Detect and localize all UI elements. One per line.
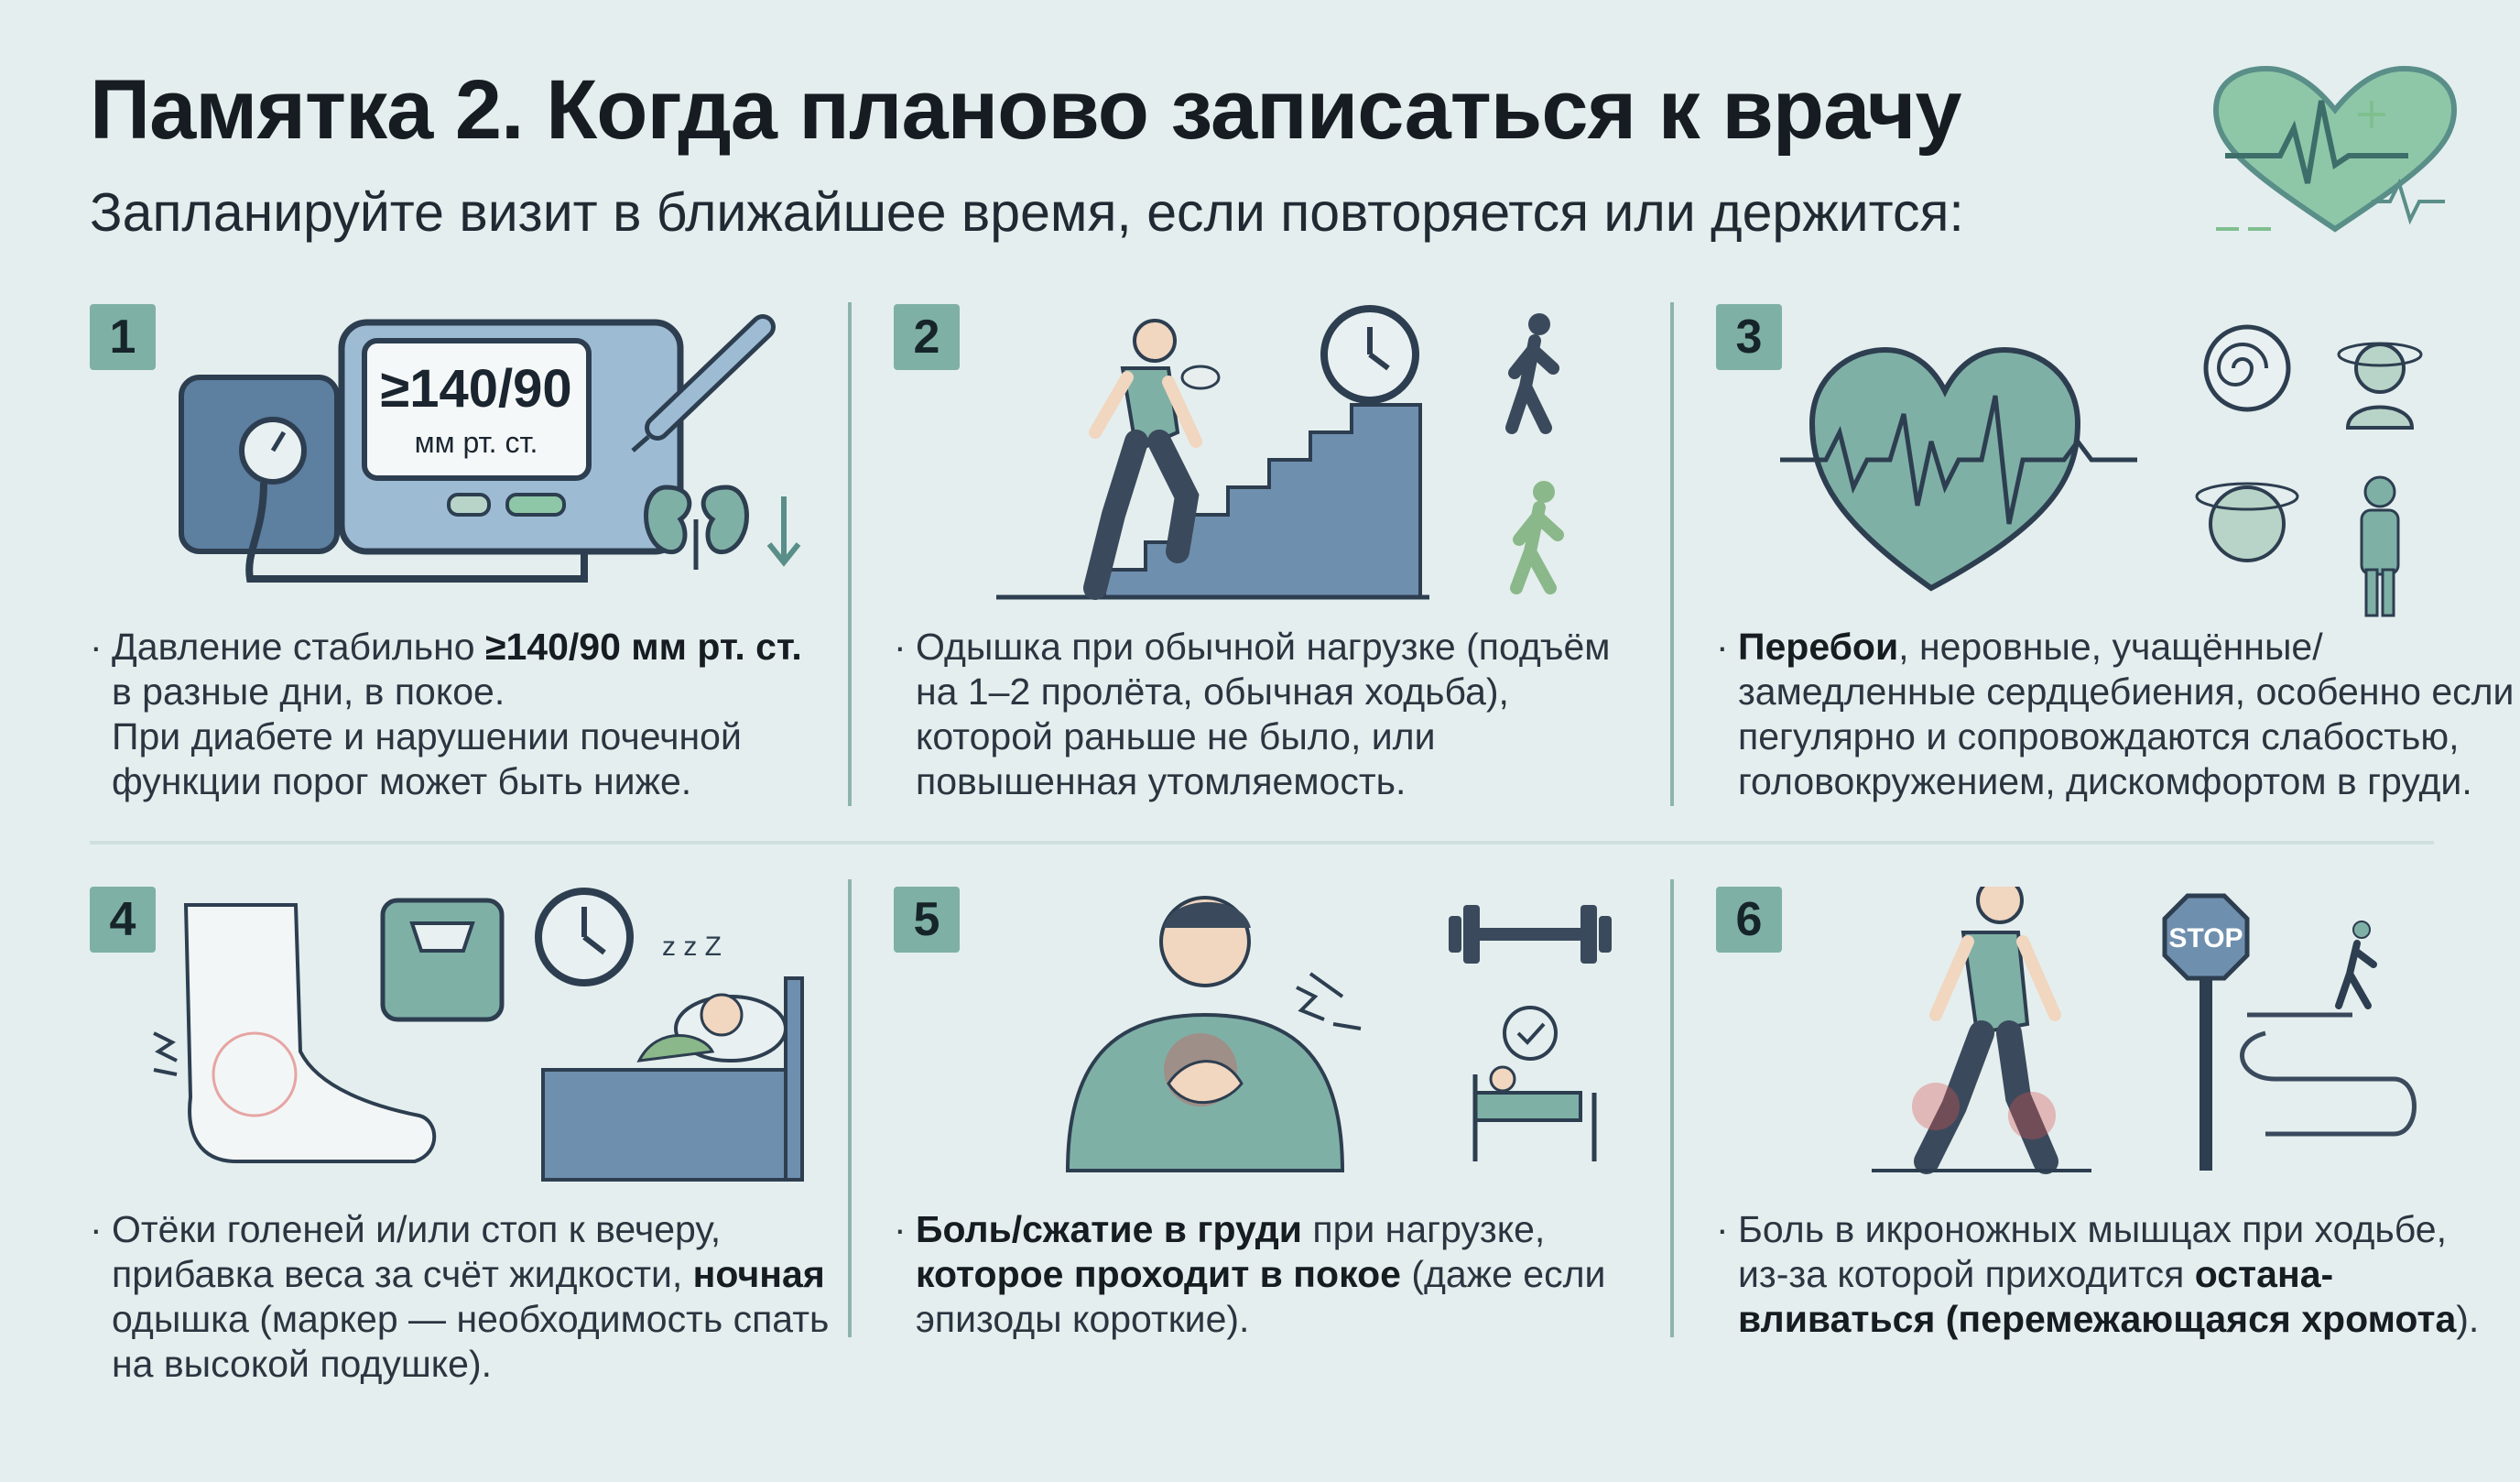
clock-icon [535,888,634,986]
column-divider [1670,302,1674,806]
column-divider [848,879,852,1337]
walking-person-small-icon [2335,921,2377,1009]
row-divider [90,841,2434,845]
standing-person-icon [2360,475,2400,617]
card-number: 1 [90,304,156,370]
clock-icon [1320,305,1419,404]
card-number: 6 [1716,887,1782,953]
chest-pain-person-icon [1065,896,1612,1172]
walking-person-icon [1505,313,1559,434]
dizzy-head-profile-icon [2195,482,2299,562]
page-subtitle: Запланируйте визит в ближайшее время, ес… [90,182,1964,243]
page-title: Памятка 2. Когда планово записаться к вр… [90,63,1962,157]
walking-person-green-icon [1510,481,1564,594]
heart-ecg-icon [1780,324,2423,617]
heart-logo-icon [2212,65,2458,233]
bp-unit: мм рт. ст. [415,426,538,459]
bed-sleeping-icon [541,976,804,1182]
walking-leg-pain-icon: STOP [1872,887,2417,1174]
column-divider [1670,879,1674,1337]
swollen-foot-icon: z z Z [153,888,804,1182]
scale-icon [380,898,505,1022]
card-edema: 4 z z Z ·Отёки голеней и/или стоп к вече… [90,887,896,1482]
stairs-climbing-icon [996,305,1564,600]
tonometer-icon: ≥140/90 мм рт. ст. [179,314,801,583]
sleep-zzz: z z Z [662,932,722,962]
kidneys-icon [644,485,801,570]
stop-sign-icon: STOP [2162,893,2250,1171]
stop-sign-label: STOP [2168,923,2243,953]
dizziness-head-icon [2203,324,2291,412]
card-claudication: 6 STOP ·Боль в икроножных мышцах при ход… [1716,887,2520,1482]
bp-value: ≥140/90 [380,359,571,419]
column-divider [848,302,852,806]
card-dyspnea: 2 ·Одышка при обычной нагрузке (подъём н… [894,304,1700,899]
card-arrhythmia: 3 ·Перебои, неровные, учащённые/ замедле… [1716,304,2520,899]
insulin-pen-icon [631,314,776,452]
card-blood-pressure: 1 ≥140/90 мм рт. ст. ·Давление стабильно… [90,304,896,899]
card-chest-pain: 5 ·Боль/сжатие в груди при нагрузке, кот… [894,887,1700,1482]
dizzy-person-icon [2337,342,2423,430]
card-number: 2 [894,304,960,370]
card-number: 3 [1716,304,1782,370]
card-number: 4 [90,887,156,953]
dumbbell-icon [1449,905,1612,964]
card-number: 5 [894,887,960,953]
rest-bed-check-icon [1472,1006,1597,1161]
